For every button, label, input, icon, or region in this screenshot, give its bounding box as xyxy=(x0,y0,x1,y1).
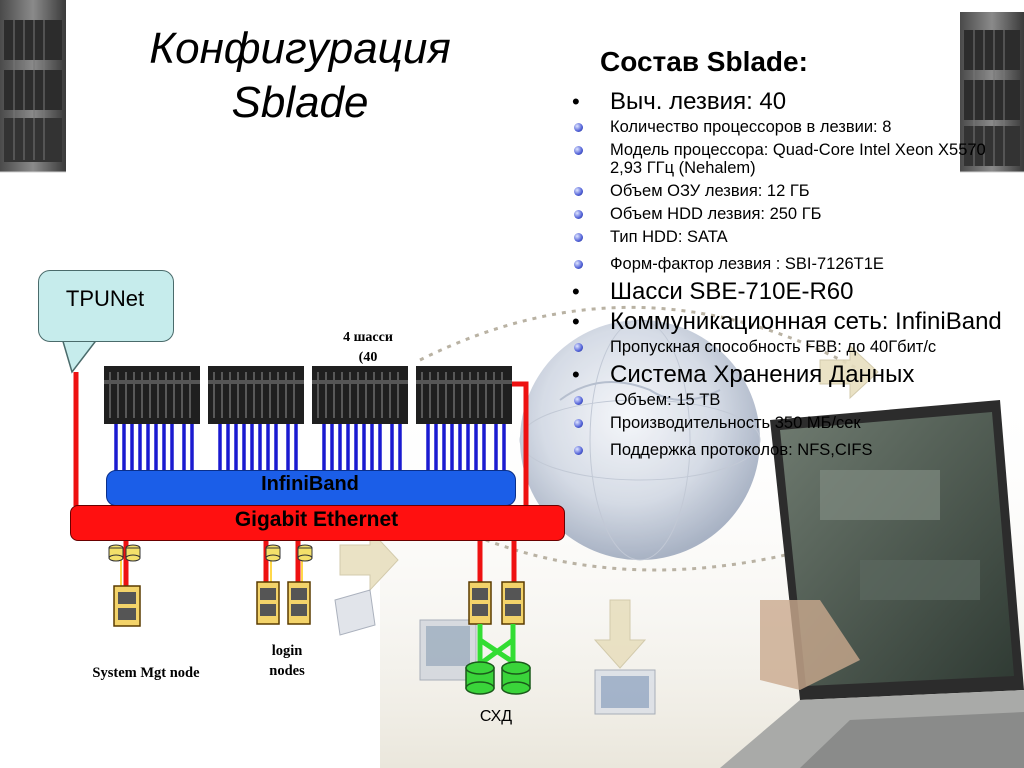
spec-item: • Система Хранения Данных xyxy=(572,361,1012,388)
sub-bullet-icon xyxy=(574,228,583,246)
bullet-icon: • xyxy=(572,279,580,304)
blade-chassis xyxy=(208,366,304,424)
blade-chassis-group xyxy=(104,366,512,424)
sub-bullet-icon xyxy=(574,414,583,432)
spec-item: Тип HDD: SATA xyxy=(572,228,1012,246)
sub-bullet-icon xyxy=(574,338,583,356)
spec-item: • Шасси SBE-710E-R60 xyxy=(572,278,1012,305)
spec-item-text: Пропускная способность FBB: до 40Гбит/с xyxy=(610,338,937,356)
infiniband-links xyxy=(114,424,506,472)
sub-bullet-icon xyxy=(574,391,583,409)
spec-item: Пропускная способность FBB: до 40Гбит/с xyxy=(572,338,1012,356)
spec-item-text: Поддержка протоколов: NFS,CIFS xyxy=(610,441,873,459)
spec-item-text: Коммуникационная сеть: InfiniBand xyxy=(610,308,1002,335)
tpunet-label: TPUNet xyxy=(65,286,145,311)
sub-bullet-icon xyxy=(574,205,583,223)
sub-bullet-icon xyxy=(574,441,583,459)
spec-item-text: Объем HDD лезвия: 250 ГБ xyxy=(610,205,822,223)
spec-item: Поддержка протоколов: NFS,CIFS xyxy=(572,441,1012,459)
chassis-label-line-2: (40 xyxy=(358,350,378,365)
spec-item-text: Система Хранения Данных xyxy=(610,361,915,388)
storage-label: СХД xyxy=(479,708,513,725)
spec-item: Объем: 15 TB xyxy=(572,391,1012,409)
sub-bullet-icon xyxy=(574,118,583,136)
blade-chassis xyxy=(416,366,512,424)
bullet-icon: • xyxy=(572,362,580,387)
blade-chassis xyxy=(312,366,408,424)
title-line-1: Конфигурация xyxy=(149,24,451,73)
server-photo-right xyxy=(960,12,1024,173)
sub-bullet-icon xyxy=(574,255,583,273)
spec-item: Модель процессора: Quad-Core Intel Xeon … xyxy=(572,141,1012,177)
tpunet-callout xyxy=(38,270,174,342)
blade-chassis xyxy=(104,366,200,424)
bullet-icon: • xyxy=(572,89,580,114)
laptop-icon xyxy=(720,400,1024,768)
spec-item: Объем HDD лезвия: 250 ГБ xyxy=(572,205,1012,223)
slide-title: Конфигурация Sblade xyxy=(100,22,500,130)
spec-heading: Состав Sblade: xyxy=(600,46,808,77)
spec-item: Объем ОЗУ лезвия: 12 ГБ xyxy=(572,182,1012,200)
gigabit-ethernet-label: Gigabit Ethernet xyxy=(234,508,399,531)
spec-item-text: Объем: 15 TB xyxy=(610,391,721,409)
sub-bullet-icon xyxy=(574,141,583,159)
sub-bullet-icon xyxy=(574,182,583,200)
title-line-2: Sblade xyxy=(231,78,369,127)
spec-item-text: Шасси SBE-710E-R60 xyxy=(610,278,854,305)
system-mgt-node-label: System Mgt node xyxy=(92,665,200,681)
spec-list: • Выч. лезвия: 40 Количество процессоров … xyxy=(572,86,1012,464)
spec-item-text: Количество процессоров в лезвии: 8 xyxy=(610,118,892,136)
spec-item-text: Тип HDD: SATA xyxy=(610,228,728,246)
spec-item: • Коммуникационная сеть: InfiniBand xyxy=(572,308,1012,335)
infiniband-bus xyxy=(106,470,516,506)
spec-item: Количество процессоров в лезвии: 8 xyxy=(572,118,1012,136)
server-node-icons xyxy=(113,581,525,627)
spec-item-text: Модель процессора: Quad-Core Intel Xeon … xyxy=(610,141,986,177)
bullet-icon: • xyxy=(572,309,580,334)
gigabit-ethernet-bus xyxy=(70,505,565,541)
login-nodes-label: login nodes xyxy=(252,641,322,681)
globe-icon xyxy=(519,319,761,561)
spec-item-text: Производительность 350 МБ/сек xyxy=(610,414,861,432)
spec-item-text: Объем ОЗУ лезвия: 12 ГБ xyxy=(610,182,810,200)
spec-item: Производительность 350 МБ/сек xyxy=(572,414,1012,432)
server-photo-left xyxy=(0,0,66,173)
storage-disk-icons xyxy=(465,661,531,695)
infiniband-label: InfiniBand xyxy=(261,473,359,495)
chassis-count-label: 4 шасси (40 xyxy=(318,328,418,368)
chassis-label-line-1: 4 шасси xyxy=(343,330,393,345)
spec-item-text: Форм-фактор лезвия : SBI-7126T1E xyxy=(610,255,884,273)
disk-icons xyxy=(108,544,313,562)
spec-item: • Выч. лезвия: 40 xyxy=(572,88,1012,115)
login-label-line-2: nodes xyxy=(269,663,305,679)
spec-item: Форм-фактор лезвия : SBI-7126T1E xyxy=(572,255,1012,273)
login-label-line-1: login xyxy=(271,643,303,659)
spec-item-text: Выч. лезвия: 40 xyxy=(610,88,787,115)
